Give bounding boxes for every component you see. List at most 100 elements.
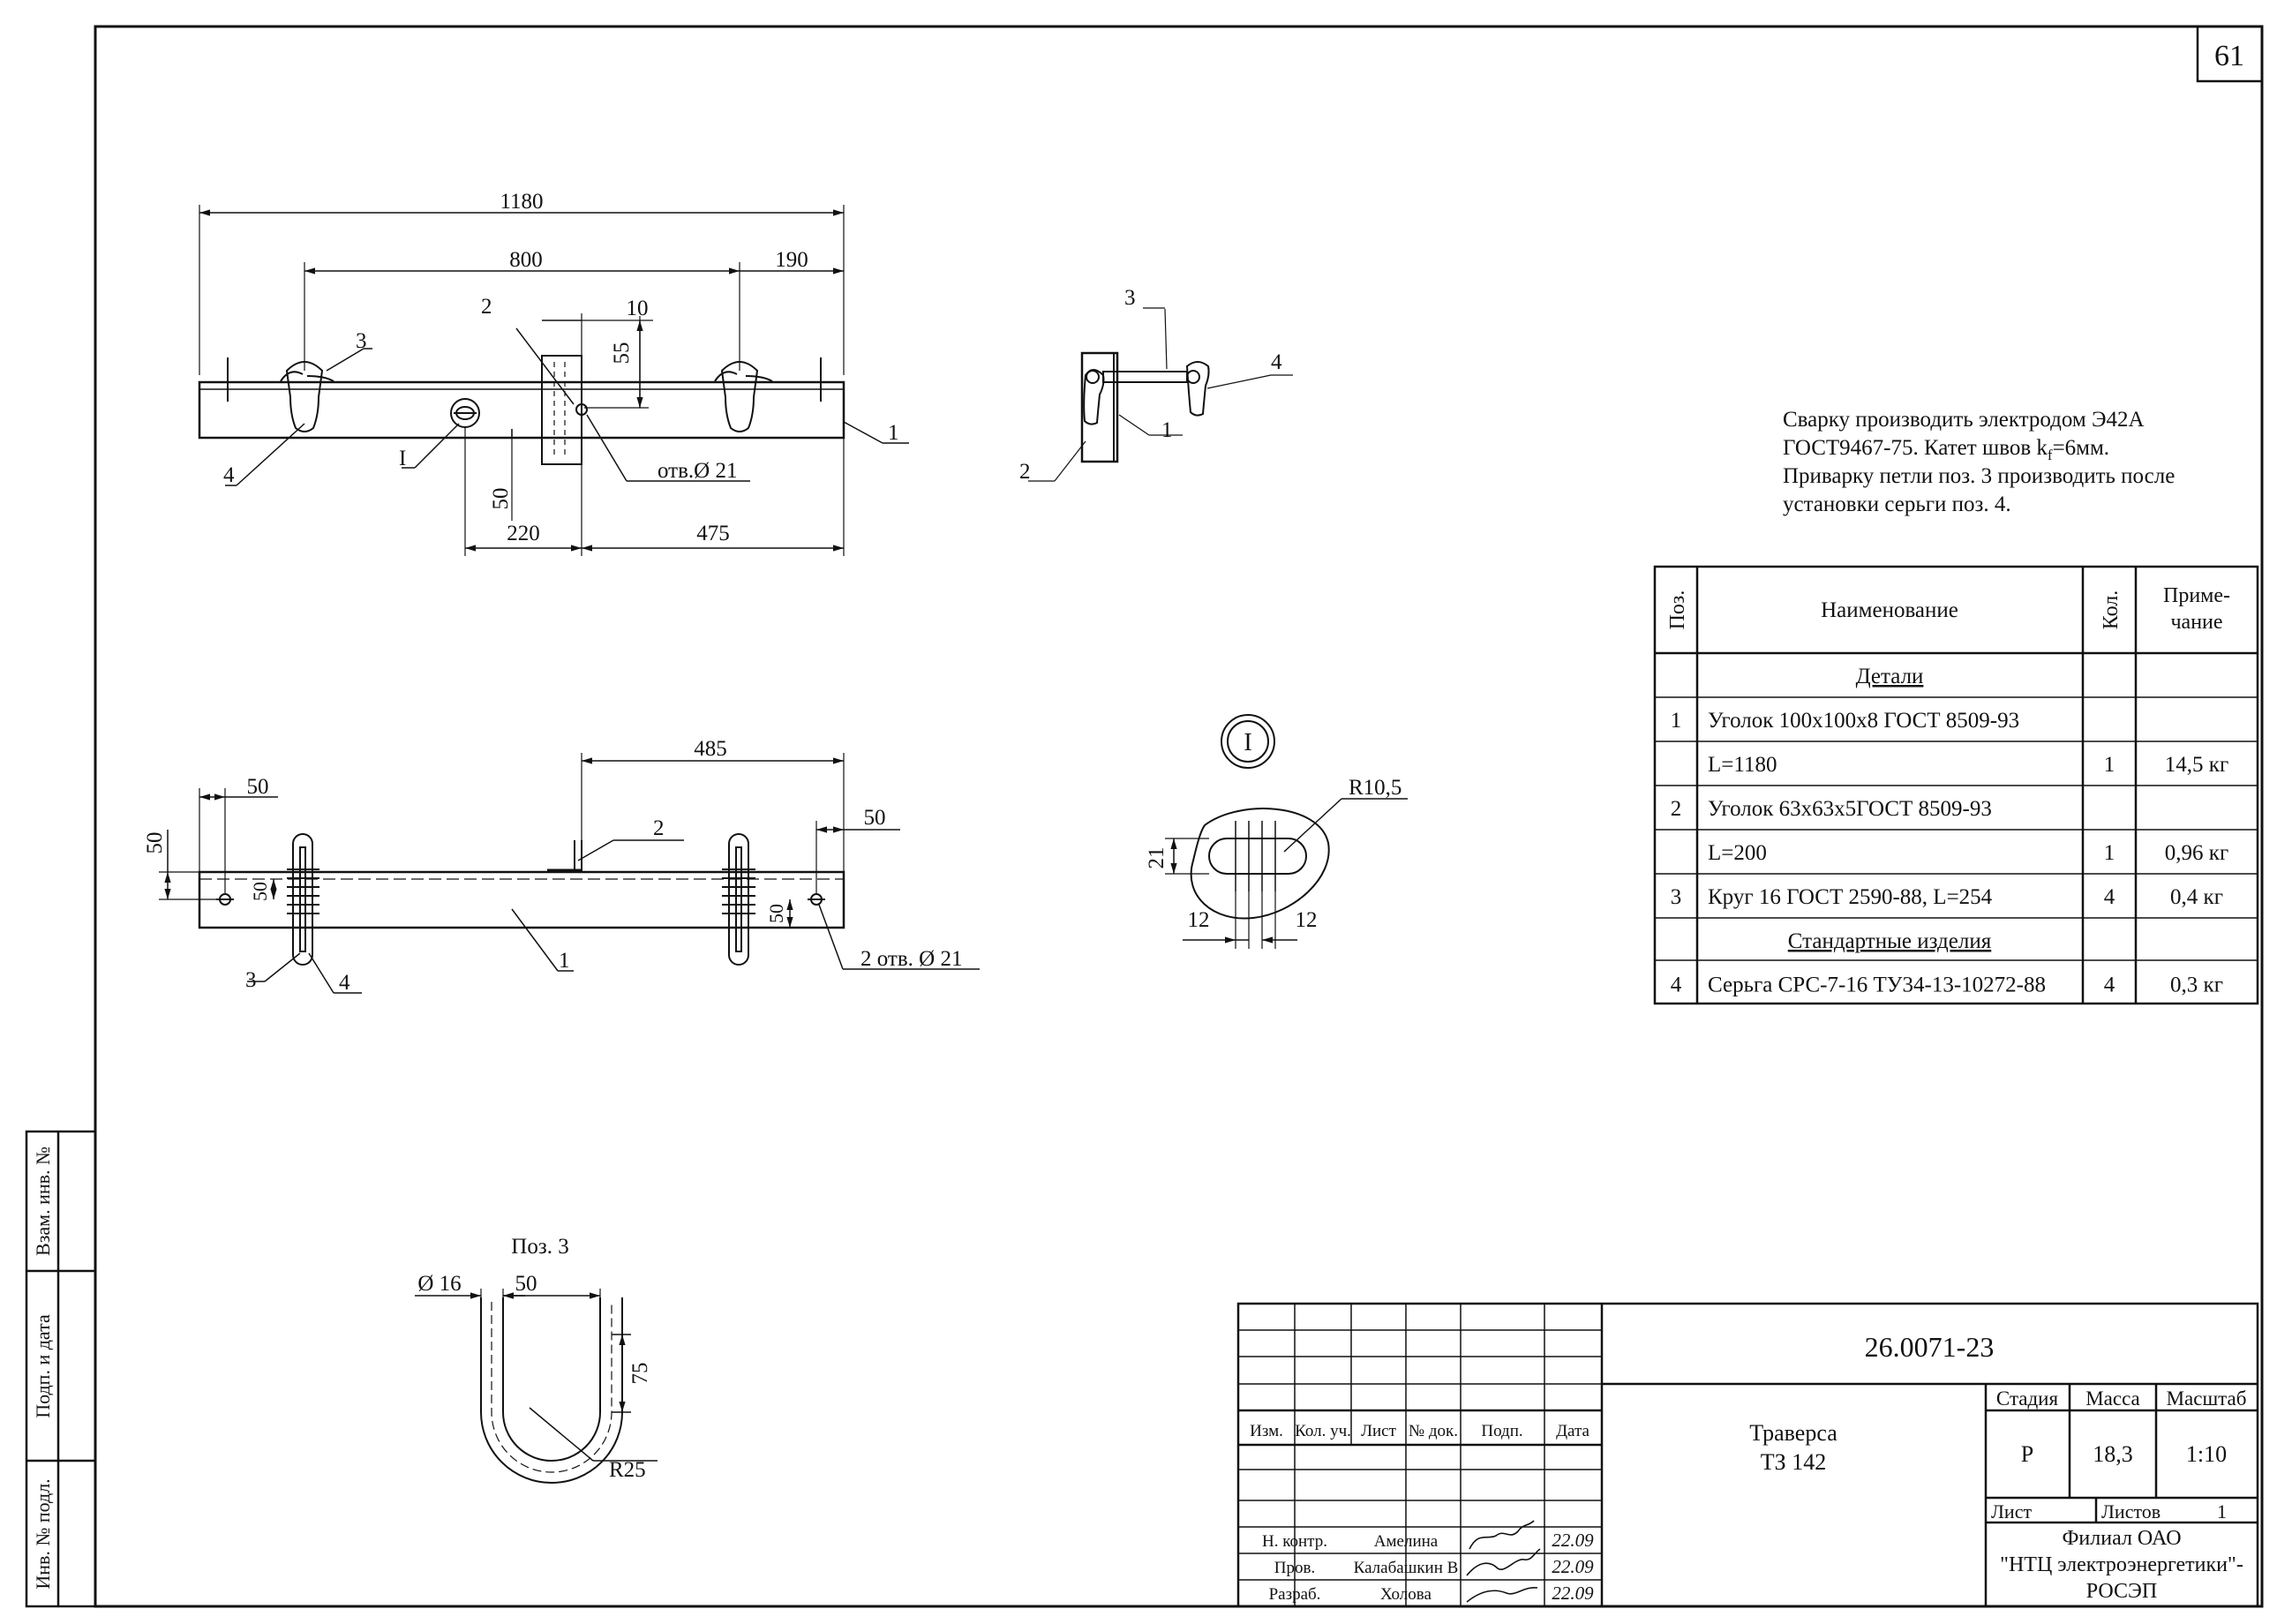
spec-cell-pos: 2: [1671, 797, 1682, 821]
spec-cell-pos: 4: [1671, 974, 1682, 997]
dim-475: 475: [696, 522, 730, 545]
note-line-4: установки серьги поз. 4.: [1783, 492, 2011, 516]
top-label-4: 4: [223, 463, 235, 487]
spec-header-note2: чание: [2170, 611, 2222, 634]
side-stamp: [25, 1130, 97, 1608]
title-doc-code: 26.0071-23: [1865, 1331, 1995, 1363]
sheet-frame: [94, 25, 2264, 1608]
stamp-podp-data: Подп. и дата: [32, 1314, 54, 1418]
detail-i-mark: I: [1244, 729, 1251, 756]
spec-cell-note: 0,3 кг: [2170, 974, 2223, 997]
bottom-view-dims: [164, 757, 980, 994]
title-org-line3: РОСЭП: [2086, 1580, 2157, 1603]
spec-cell-qty: 1: [2104, 753, 2115, 777]
detail-i-dim-21: 21: [1145, 847, 1169, 869]
title-col-kol-uch: Кол. уч.: [1295, 1422, 1351, 1440]
dim-485: 485: [694, 737, 727, 761]
title-mass-value: 18,3: [2093, 1441, 2133, 1467]
side-label-2: 2: [1019, 460, 1031, 484]
side-view: [1028, 307, 1293, 482]
dim-50: 50: [489, 488, 513, 510]
spec-cell-note: 0,4 кг: [2170, 885, 2223, 909]
title-role-razrab: Разраб.: [1269, 1585, 1321, 1604]
spec-cell-name: Серьга СРС-7-16 ТУ34-13-10272-88: [1708, 974, 2046, 997]
dim-50-right: 50: [864, 806, 886, 830]
title-col-ndok: № док.: [1409, 1422, 1458, 1440]
detail-i-dim-12-right: 12: [1296, 908, 1318, 932]
title-name-nkontr: Амелина: [1374, 1532, 1439, 1551]
dim-50-left-vertical: 50: [143, 832, 167, 854]
title-mass-label: Масса: [2085, 1387, 2140, 1410]
spec-cell-name: Круг 16 ГОСТ 2590-88, L=254: [1708, 885, 1993, 909]
spec-header-qty: Кол.: [2100, 590, 2123, 629]
side-label-3: 3: [1124, 286, 1136, 310]
bottom-label-1: 1: [559, 949, 570, 973]
title-scale-value: 1:10: [2186, 1441, 2227, 1467]
dim-1180: 1180: [500, 190, 543, 214]
title-stage-label: Стадия: [1996, 1387, 2059, 1410]
top-view: [198, 205, 845, 556]
title-date-prov: 22.09: [1552, 1556, 1594, 1577]
stamp-vzam-inv: Взам. инв. №: [32, 1147, 54, 1256]
spec-section-heading: Детали: [1856, 665, 1924, 688]
spec-cell-pos: 1: [1671, 709, 1682, 733]
title-col-izm: Изм.: [1250, 1422, 1283, 1440]
title-sheets-label: Листов: [2101, 1500, 2161, 1522]
title-date-razrab: 22.09: [1552, 1583, 1594, 1604]
side-label-4: 4: [1271, 350, 1282, 374]
pos3-view: [480, 1289, 623, 1484]
spec-cell-name: L=1180: [1708, 753, 1777, 777]
pos3-dia: Ø 16: [417, 1272, 461, 1296]
spec-section-heading: Стандартные изделия: [1788, 929, 1992, 953]
spec-table-rows: Детали 1 Уголок 100х100х8 ГОСТ 8509-93L=11…: [1671, 665, 2228, 997]
dim-10: 10: [627, 297, 649, 320]
dim-800: 800: [509, 248, 543, 272]
title-name-razrab: Холова: [1380, 1585, 1432, 1604]
pos3-dims: [415, 1292, 658, 1462]
pos3-dim-50: 50: [515, 1272, 537, 1296]
title-col-data: Дата: [1556, 1422, 1589, 1440]
top-view-dims: [199, 209, 909, 552]
title-col-podp: Подп.: [1481, 1422, 1522, 1440]
spec-cell-qty: 4: [2104, 885, 2115, 909]
spec-cell-note: 0,96 кг: [2165, 841, 2228, 865]
bottom-label-2: 2: [653, 816, 665, 840]
detail-i-dims: [1170, 798, 1408, 944]
title-name-line1: Траверса: [1749, 1420, 1837, 1446]
note-line-1: Сварку производить электродом Э42А: [1783, 408, 2145, 432]
stamp-inv-podl: Инв. № подл.: [32, 1478, 54, 1589]
spec-cell-name: Уголок 100х100х8 ГОСТ 8509-93: [1708, 709, 2019, 733]
spec-cell-name: Уголок 63х63х5ГОСТ 8509-93: [1708, 797, 1992, 821]
title-sheets-value: 1: [2217, 1500, 2227, 1522]
spec-table-grid: [1653, 565, 2259, 1005]
spec-header-note1: Приме-: [2163, 584, 2230, 607]
spec-cell-qty: 4: [2104, 974, 2115, 997]
detail-i-dim-12-left: 12: [1188, 908, 1210, 932]
dim-190: 190: [775, 248, 808, 272]
signature-marks: [1466, 1520, 1541, 1603]
bottom-label-holes: 2 отв. Ø 21: [860, 947, 962, 971]
dim-50-left: 50: [247, 775, 269, 799]
dim-50-inner-left: 50: [249, 882, 271, 901]
side-label-1: 1: [1161, 418, 1173, 442]
spec-header-name: Наименование: [1821, 598, 1958, 622]
bottom-view: [159, 753, 845, 966]
title-name-line2: ТЗ 142: [1761, 1449, 1826, 1475]
pos3-dim-75: 75: [628, 1363, 652, 1385]
title-org-line2: "НТЦ электроэнергетики"-: [2000, 1553, 2243, 1576]
dim-220: 220: [507, 522, 540, 545]
pos3-radius: R25: [609, 1458, 646, 1482]
title-block-grid: [1236, 1302, 2259, 1608]
title-col-list: Лист: [1361, 1422, 1396, 1440]
spec-cell-note: 14,5 кг: [2165, 753, 2228, 777]
title-date-nkontr: 22.09: [1552, 1530, 1594, 1551]
detail-i-radius: R10,5: [1349, 776, 1402, 800]
bottom-label-4: 4: [339, 971, 350, 995]
dim-55: 55: [610, 342, 634, 365]
top-label-1: 1: [888, 421, 899, 445]
note-line-3: Приварку петли поз. 3 производить после: [1783, 464, 2176, 488]
spec-cell-pos: 3: [1671, 885, 1682, 909]
note-line-2-sub: f: [2047, 447, 2053, 463]
note-line-2-tail: =6мм.: [2052, 436, 2110, 460]
